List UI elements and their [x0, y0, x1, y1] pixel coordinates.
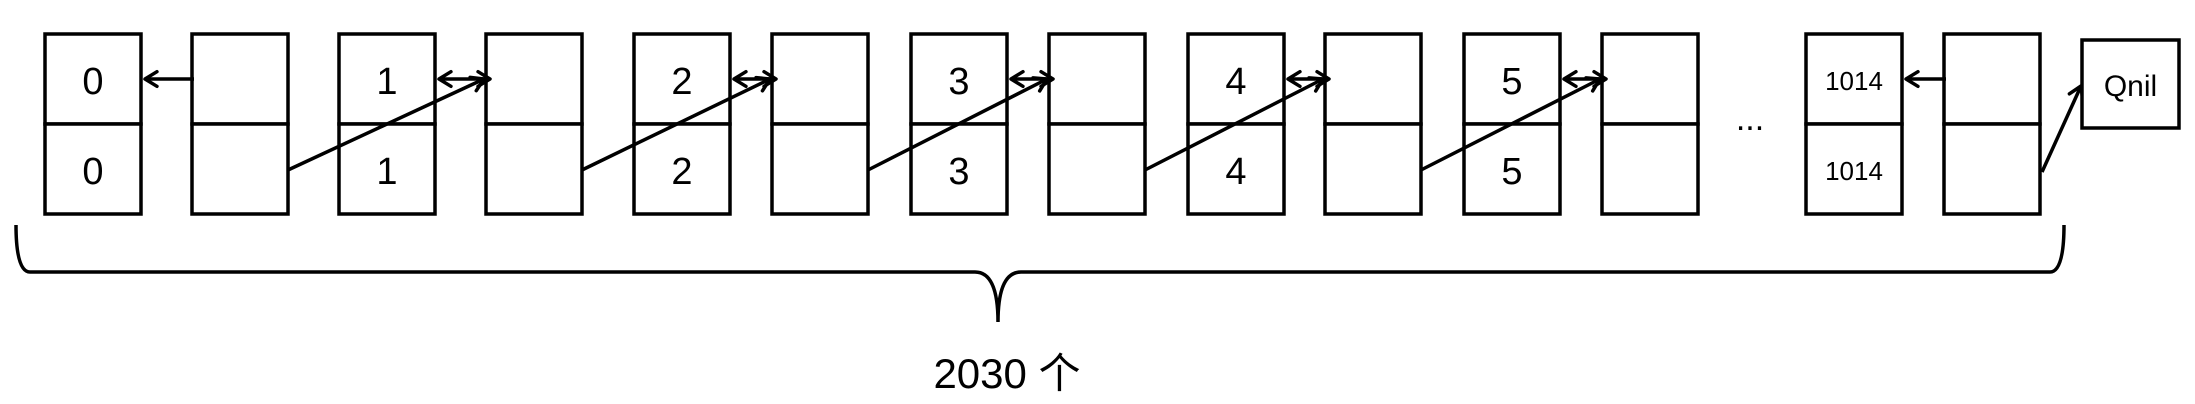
node-4-top-value: 2: [671, 61, 692, 103]
node-6-bottom-value: 3: [948, 151, 969, 193]
node-9-bottom-cell: [1323, 122, 1423, 216]
link-pointer-0-line: [287, 77, 485, 172]
list-node-7: [1047, 32, 1147, 216]
node-6-top-value: 3: [948, 61, 969, 103]
back-pointer-1014: [1904, 69, 1946, 89]
node-12-bottom-value: 1014: [1825, 156, 1883, 186]
node-0-bottom-cell: [43, 122, 143, 216]
node-4-top-cell: [632, 32, 732, 126]
link-pointer-3-head: [1307, 76, 1325, 93]
list-node-11: [1600, 32, 1700, 216]
node-7-bottom-cell: [1047, 122, 1147, 216]
qnil-label: Qnil: [2104, 70, 2157, 103]
node-12-bottom-cell: [1804, 122, 1904, 216]
extras-layer: ... Qnil 2030 个: [14, 38, 2181, 397]
qnil-pointer: [2040, 84, 2085, 173]
node-5-top-cell: [770, 32, 870, 126]
node-8-bottom-value: 4: [1225, 151, 1246, 193]
node-9-top-cell: [1323, 32, 1423, 126]
qnil-box: [2080, 38, 2181, 130]
back-pointer-0: [143, 69, 194, 89]
double-pointer-4-left-head: [1562, 69, 1578, 89]
link-pointer-0-head: [468, 75, 486, 93]
link-pointer-4: [1420, 76, 1602, 172]
node-0-bottom-value: 0: [82, 151, 103, 193]
node-11-top-cell: [1600, 32, 1700, 126]
link-pointer-0: [287, 75, 486, 172]
node-12-top-value: 1014: [1825, 66, 1883, 96]
node-10-bottom-value: 5: [1501, 151, 1522, 193]
list-node-12: 1014 1014: [1804, 32, 1904, 216]
link-pointer-2-line: [867, 77, 1048, 172]
node-10-bottom-cell: [1462, 122, 1562, 216]
double-pointer-0-left-head: [437, 69, 453, 89]
list-node-1: [190, 32, 290, 216]
node-0-top-cell: [43, 32, 143, 126]
node-3-top-cell: [484, 32, 584, 126]
qnil-pointer-line: [2040, 85, 2083, 173]
link-pointer-2-head: [1031, 76, 1049, 93]
node-3-bottom-cell: [484, 122, 584, 216]
link-pointer-3: [1144, 76, 1325, 172]
node-4-bottom-value: 2: [671, 151, 692, 193]
node-7-top-cell: [1047, 32, 1147, 126]
count-label: 2030 个: [933, 350, 1080, 397]
back-pointer-1014-head: [1904, 69, 1920, 89]
count-brace: [14, 224, 2066, 323]
list-node-9: [1323, 32, 1423, 216]
link-pointer-1-line: [581, 77, 771, 172]
back-pointer-0-head: [143, 69, 159, 89]
node-10-top-value: 5: [1501, 61, 1522, 103]
node-0-top-value: 0: [82, 61, 103, 103]
double-pointer-1-left-head: [732, 69, 748, 89]
node-1-bottom-cell: [190, 122, 290, 216]
node-2-top-value: 1: [376, 61, 397, 103]
list-node-5: [770, 32, 870, 216]
node-11-bottom-cell: [1600, 122, 1700, 216]
link-pointer-1-head: [754, 75, 772, 93]
link-pointer-1: [581, 75, 772, 172]
list-node-0: 00: [43, 32, 143, 216]
double-pointer-2-left-head: [1009, 69, 1025, 89]
ellipsis: ...: [1736, 100, 1764, 138]
list-node-4: 22: [632, 32, 732, 216]
node-13-bottom-cell: [1942, 122, 2042, 216]
link-pointer-2: [867, 76, 1049, 172]
double-pointer-3-left-head: [1286, 69, 1302, 89]
node-5-bottom-cell: [770, 122, 870, 216]
node-13-top-cell: [1942, 32, 2042, 126]
list-node-8: 44: [1186, 32, 1286, 216]
node-1-top-cell: [190, 32, 290, 126]
node-8-top-value: 4: [1225, 61, 1246, 103]
node-2-bottom-value: 1: [376, 151, 397, 193]
node-12-top-cell: [1804, 32, 1904, 126]
link-pointer-3-line: [1144, 77, 1324, 172]
link-pointer-4-head: [1584, 76, 1602, 93]
list-node-13: [1942, 32, 2042, 216]
list-node-3: [484, 32, 584, 216]
link-pointer-4-line: [1420, 77, 1601, 172]
